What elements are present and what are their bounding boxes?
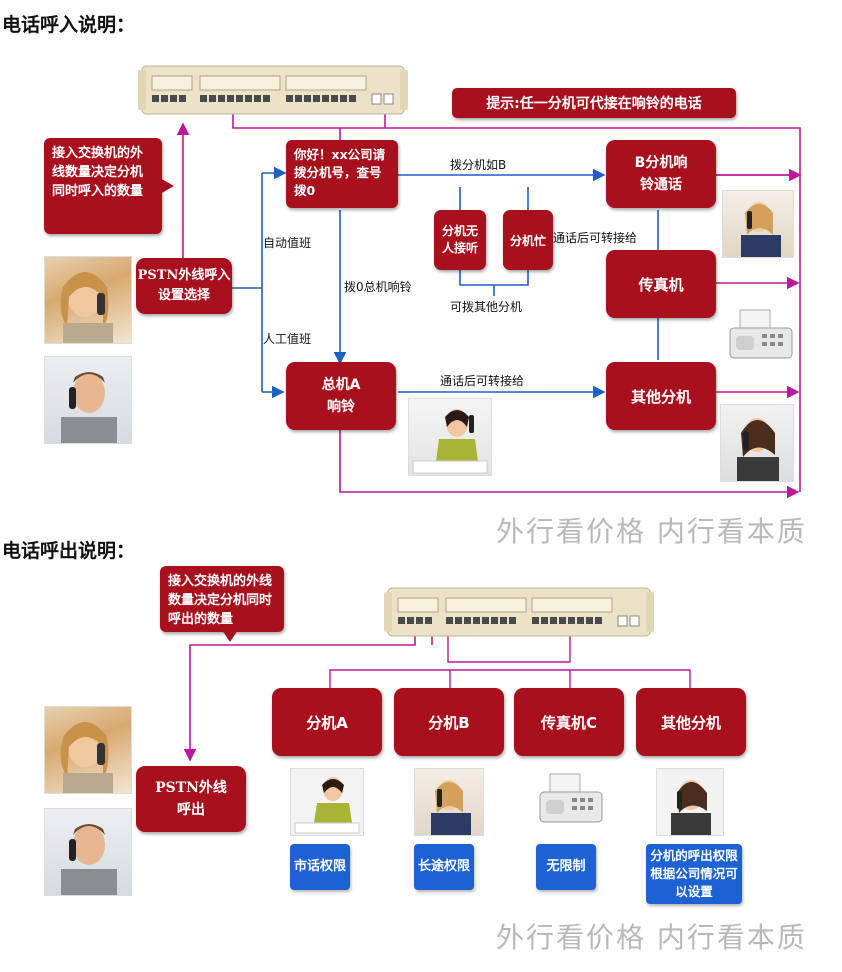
woman-phone-icon bbox=[60, 272, 113, 343]
operator-photo-2 bbox=[290, 768, 364, 836]
other-ext-label: 可拨其他分机 bbox=[450, 300, 523, 314]
transfer-label-bottom: 通话后可转接给 bbox=[440, 374, 525, 388]
operator-photo bbox=[408, 398, 492, 476]
greeting-box: 你好！xx公司请拨分机号，查号拨0 bbox=[286, 140, 398, 208]
incoming-trunk-note: 接入交换机的外线数量决定分机同时呼入的数量 bbox=[44, 138, 162, 234]
fax-machine-photo bbox=[726, 306, 796, 368]
watermark-1: 外行看价格 内行看本质 bbox=[496, 515, 807, 548]
operator-a-box: 总机A响铃 bbox=[286, 362, 396, 430]
outgoing-trunk-note: 接入交换机的外线数量决定分机同时呼出的数量 bbox=[160, 566, 284, 632]
man-phone-photo bbox=[44, 356, 132, 444]
outgoing-title: 电话呼出说明： bbox=[2, 540, 136, 562]
woman-phone-icon bbox=[431, 780, 471, 835]
woman-phone-icon bbox=[737, 418, 779, 481]
woman-phone-photo bbox=[44, 256, 132, 344]
ext-a-box: 分机A bbox=[272, 688, 382, 756]
perm-unlimited-badge: 无限制 bbox=[536, 844, 596, 890]
office-woman-phone-photo bbox=[656, 768, 724, 836]
operator-icon bbox=[412, 409, 488, 474]
callout-pointer bbox=[160, 178, 174, 194]
pbx-device-icon bbox=[384, 587, 654, 637]
callout-pointer-2 bbox=[222, 630, 238, 642]
manual-duty-label: 人工值班 bbox=[263, 332, 312, 346]
fax-c-box: 传真机C bbox=[514, 688, 624, 756]
tip-box: 提示:任一分机可代接在响铃的电话 bbox=[452, 88, 736, 118]
woman-phone-photo-3 bbox=[414, 768, 484, 836]
b-ext-ring-box: B分机响铃通话 bbox=[606, 140, 716, 208]
perm-configurable-badge: 分机的呼出权限根据公司情况可以设置 bbox=[646, 844, 742, 904]
woman-phone-photo-right-2 bbox=[720, 404, 794, 482]
pstn-incoming-box: PSTN外线呼入设置选择 bbox=[136, 258, 232, 314]
man-phone-icon bbox=[61, 824, 117, 895]
pbx-device bbox=[138, 62, 408, 118]
pbx-device-icon bbox=[138, 65, 408, 115]
perm-long-distance-badge: 长途权限 bbox=[414, 844, 474, 890]
transfer-label-top: 通话后可转接给 bbox=[553, 231, 638, 245]
fax-machine-icon bbox=[539, 773, 603, 823]
man-phone-icon bbox=[61, 372, 117, 443]
busy-box: 分机忙 bbox=[503, 210, 553, 270]
pstn-outgoing-box: PSTN外线呼出 bbox=[136, 766, 246, 832]
other-ext-box: 其他分机 bbox=[606, 362, 716, 430]
woman-phone-photo-right bbox=[722, 190, 794, 258]
auto-duty-label: 自动值班 bbox=[263, 236, 312, 250]
operator-icon bbox=[294, 777, 360, 834]
pbx-device-2 bbox=[384, 584, 654, 640]
fax-box: 传真机 bbox=[606, 250, 716, 318]
fax-machine-photo-2 bbox=[536, 770, 606, 832]
ext-b-box: 分机B bbox=[394, 688, 504, 756]
no-answer-box: 分机无人接听 bbox=[434, 210, 486, 270]
dial-b-label: 拨分机如B bbox=[450, 158, 507, 172]
woman-phone-icon bbox=[741, 202, 781, 257]
perm-local-badge: 市话权限 bbox=[290, 844, 350, 890]
watermark-2: 外行看价格 内行看本质 bbox=[496, 921, 807, 954]
woman-phone-photo-2 bbox=[44, 706, 132, 794]
man-phone-photo-2 bbox=[44, 808, 132, 896]
other-ext-out-box: 其他分机 bbox=[636, 688, 746, 756]
woman-phone-icon bbox=[60, 722, 113, 793]
office-woman-phone-icon bbox=[671, 780, 711, 835]
incoming-title: 电话呼入说明： bbox=[2, 14, 136, 36]
dial0-label: 拨0总机响铃 bbox=[344, 280, 412, 294]
fax-machine-icon bbox=[729, 309, 793, 359]
